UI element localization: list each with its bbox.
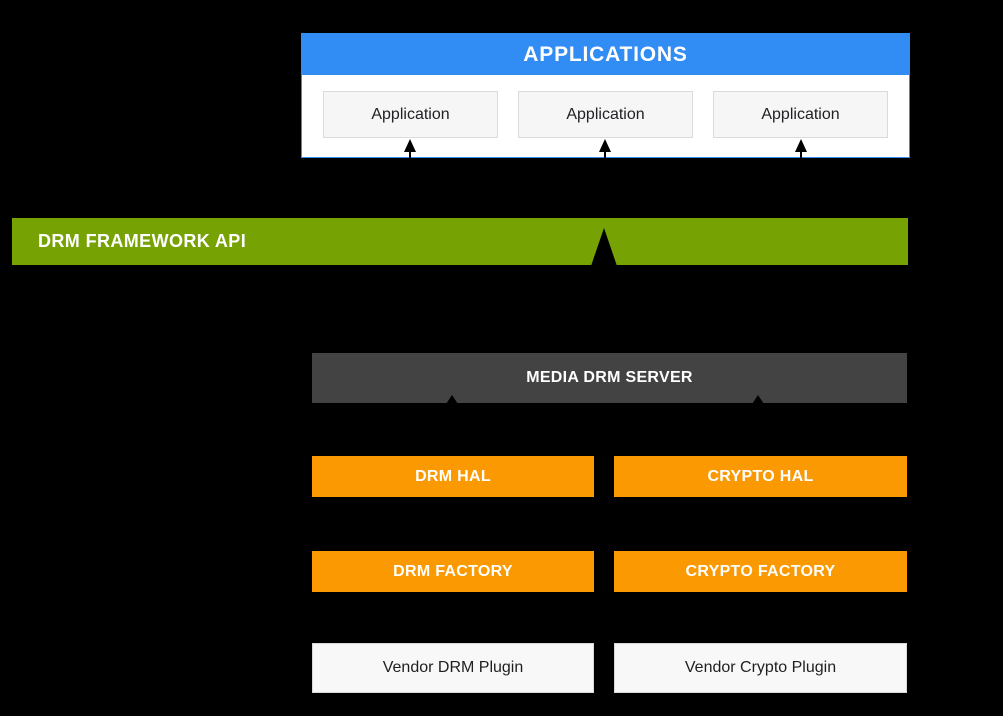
application-box-2: Application (518, 91, 693, 138)
drm-hal-bar: DRM HAL (312, 456, 594, 497)
media-drm-server-label: MEDIA DRM SERVER (526, 369, 693, 386)
application-box-3: Application (713, 91, 888, 138)
arrow-tick-up-icon (752, 395, 764, 404)
arrow-line (603, 262, 605, 353)
vendor-crypto-plugin-box: Vendor Crypto Plugin (614, 643, 907, 693)
application-box-1: Application (323, 91, 498, 138)
arrow-up-icon (795, 139, 807, 152)
applications-title: APPLICATIONS (523, 42, 688, 66)
drm-framework-api-bar: DRM FRAMEWORK API (12, 218, 908, 265)
big-arrow-up-icon (591, 228, 617, 266)
arrow-line (603, 162, 605, 220)
crypto-factory-label: CRYPTO FACTORY (685, 562, 836, 580)
applications-panel: APPLICATIONS Application Application App… (301, 33, 910, 158)
arrow-up-icon (599, 139, 611, 152)
arrow-line (409, 150, 411, 218)
drm-factory-label: DRM FACTORY (393, 562, 513, 580)
vendor-drm-plugin-box: Vendor DRM Plugin (312, 643, 594, 693)
vendor-drm-plugin-label: Vendor DRM Plugin (382, 659, 524, 676)
arrow-line (800, 150, 802, 218)
arrow-line (451, 497, 453, 551)
arrow-up-icon (404, 139, 416, 152)
arrow-tick-up-icon (446, 395, 458, 404)
arrow-line (757, 497, 759, 551)
drm-factory-bar: DRM FACTORY (312, 551, 594, 592)
drm-hal-label: DRM HAL (415, 467, 491, 485)
application-label: Application (371, 105, 450, 123)
drm-framework-api-label: DRM FRAMEWORK API (38, 231, 247, 251)
arrow-line (451, 592, 453, 644)
application-label: Application (566, 105, 645, 123)
arrow-line (757, 403, 759, 457)
crypto-hal-bar: CRYPTO HAL (614, 456, 907, 497)
arrow-line (835, 162, 837, 226)
media-drm-server-bar: MEDIA DRM SERVER (312, 353, 907, 403)
applications-header: APPLICATIONS (302, 34, 909, 75)
vendor-crypto-plugin-label: Vendor Crypto Plugin (684, 659, 837, 676)
crypto-hal-label: CRYPTO HAL (707, 467, 814, 485)
application-label: Application (761, 105, 840, 123)
arrow-line (757, 592, 759, 644)
arrow-line (604, 150, 606, 218)
arrow-line (375, 162, 377, 226)
arrow-line (451, 403, 453, 457)
crypto-factory-bar: CRYPTO FACTORY (614, 551, 907, 592)
